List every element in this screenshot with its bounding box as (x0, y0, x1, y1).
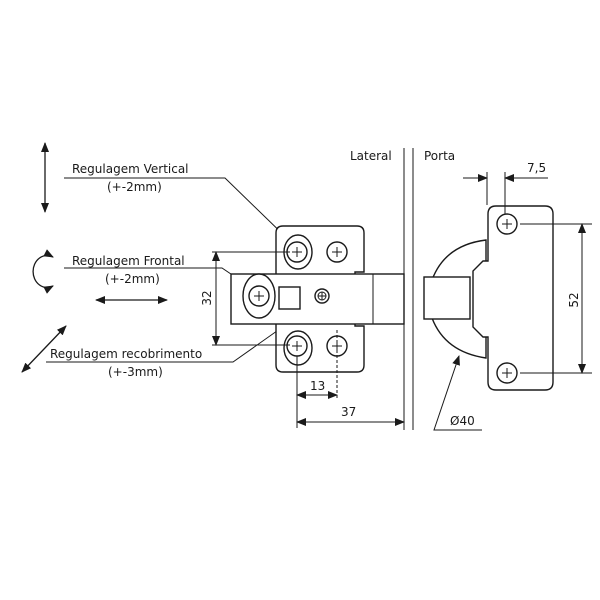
screw-icon (314, 288, 330, 304)
dim-7-5: 7,5 (527, 161, 546, 175)
hinge-connector (423, 276, 471, 320)
dim-13: 13 (310, 379, 325, 393)
leader-vertical (64, 177, 296, 247)
label-vertical-title: Regulagem Vertical (72, 162, 189, 176)
screw-icon (496, 362, 518, 384)
screw-icon (248, 285, 270, 307)
label-frontal-range: (+-2mm) (105, 272, 160, 286)
label-vertical-range: (+-2mm) (107, 180, 162, 194)
diagonal-arrow-icon (21, 325, 67, 373)
label-recobrimento-range: (+-3mm) (108, 365, 163, 379)
leader-frontal (64, 267, 257, 292)
label-porta: Porta (424, 149, 455, 163)
dim-52: 52 (567, 292, 581, 307)
leader-diameter (433, 355, 482, 431)
screw-icon (496, 213, 518, 235)
label-frontal-title: Regulagem Frontal (72, 254, 185, 268)
screw-icon (326, 241, 348, 263)
dim-32: 32 (200, 290, 214, 305)
rotate-arrow-icon (32, 249, 54, 294)
dim-37: 37 (341, 405, 356, 419)
arm-window (278, 286, 301, 310)
screw-icon (286, 335, 308, 357)
label-recobrimento-title: Regulagem recobrimento (50, 347, 202, 361)
door-plate (472, 205, 554, 391)
label-lateral: Lateral (350, 149, 392, 163)
dim-40: Ø40 (450, 414, 475, 428)
